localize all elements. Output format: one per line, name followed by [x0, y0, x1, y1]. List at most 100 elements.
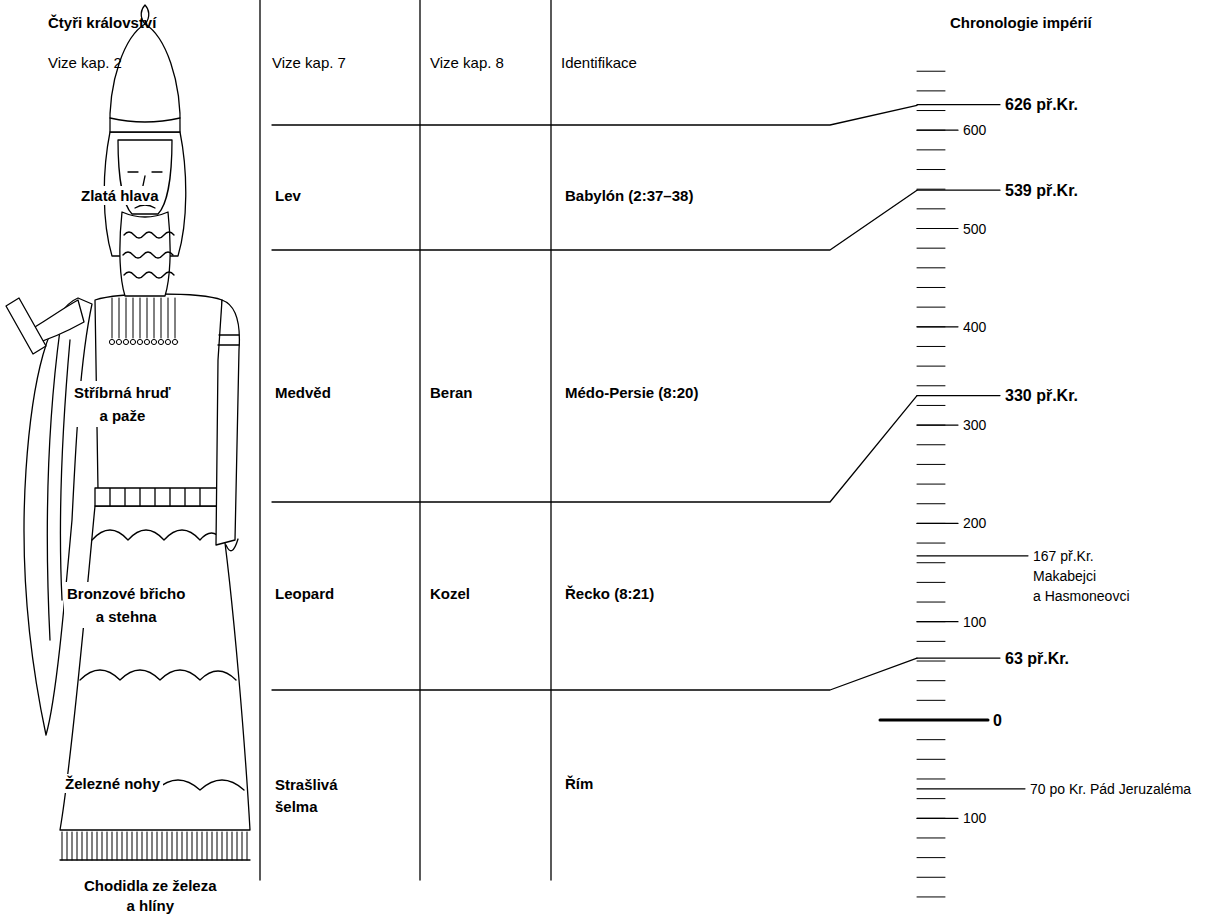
statue-part-label: Chodidla ze železa a hlíny: [84, 876, 217, 916]
skirt-fringe: [112, 832, 113, 860]
skirt-fringe: [62, 832, 63, 860]
axis-number: 200: [963, 513, 986, 533]
necklace-tassel: [126, 298, 127, 338]
text-line: a hlíny: [84, 896, 217, 916]
column-header: Chronologie impérií: [950, 13, 1092, 32]
skirt-fringe: [147, 832, 148, 860]
skirt-fringe: [202, 832, 203, 860]
skirt-fringe: [122, 832, 123, 860]
table-cell: Medvěd: [275, 383, 331, 402]
minor-tick: [917, 700, 945, 701]
minor-tick: [917, 444, 945, 445]
text-line: 167 př.Kr.: [1033, 546, 1130, 566]
minor-tick: [917, 208, 945, 209]
necklace-bead: [151, 339, 156, 344]
column-line: [419, 0, 420, 880]
timeline-leader: [917, 130, 958, 131]
column-line: [259, 0, 260, 880]
text-line: Chodidla ze železa: [84, 876, 217, 896]
minor-tick: [917, 169, 945, 170]
skirt-fringe: [247, 832, 248, 860]
timeline-leader: [917, 104, 1000, 105]
minor-tick: [917, 661, 945, 662]
minor-tick: [917, 759, 945, 760]
statue-part-label: Bronzové břicho a stehna: [64, 582, 188, 628]
minor-tick: [917, 71, 945, 72]
statue-belt: [95, 488, 220, 506]
necklace-bead: [130, 339, 135, 344]
necklace-tassel: [154, 298, 155, 338]
skirt-fringe: [127, 832, 128, 860]
skirt-fringe: [227, 832, 228, 860]
column-header: Vize kap. 8: [430, 53, 504, 72]
timeline-leader: [917, 818, 958, 819]
text-line: Makabejci: [1033, 566, 1130, 586]
table-cell: Babylón (2:37–38): [565, 186, 693, 205]
axis-number: 400: [963, 317, 986, 337]
skirt-fringe: [232, 832, 233, 860]
skirt-hem: [60, 859, 250, 860]
minor-tick: [917, 385, 945, 386]
necklace-tassel: [147, 298, 148, 338]
skirt-fringe: [117, 832, 118, 860]
column-header: Vize kap. 7: [272, 53, 346, 72]
event-note: 70 po Kr. Pád Jeruzaléma: [1030, 779, 1191, 799]
table-cell: Řím: [565, 774, 593, 793]
axis-zero: 0: [993, 711, 1002, 730]
necklace-bead: [172, 339, 177, 344]
minor-tick: [917, 562, 945, 563]
skirt-fringe: [242, 832, 243, 860]
skirt-fringe: [207, 832, 208, 860]
minor-tick: [917, 582, 945, 583]
skirt-fringe: [82, 832, 83, 860]
skirt-fringe: [107, 832, 108, 860]
timeline-leader: [917, 228, 958, 229]
skirt-fringe: [137, 832, 138, 860]
minor-tick: [917, 405, 945, 406]
necklace-tassel: [175, 298, 176, 338]
text-line: šelma: [275, 796, 338, 818]
minor-tick: [917, 837, 945, 838]
necklace-tassel: [119, 298, 120, 338]
text-line: Bronzové břicho: [67, 582, 185, 605]
hat-band: [110, 118, 180, 122]
necklace-tassel: [112, 298, 113, 338]
zero-line: [880, 719, 988, 722]
axis-number: 100: [963, 612, 986, 632]
minor-tick: [917, 110, 945, 111]
axis-number: 600: [963, 120, 986, 140]
text-line: a stehna: [67, 605, 185, 628]
skirt-fringe: [157, 832, 158, 860]
text-line: Stříbrná hruď: [74, 381, 171, 404]
statue-part-label: Zlatá hlava: [78, 186, 162, 205]
necklace-tassel: [161, 298, 162, 338]
date-label: 63 př.Kr.: [1005, 649, 1069, 668]
table-cell: Médo-Persie (8:20): [565, 383, 698, 402]
statue-beard: [120, 212, 170, 296]
skirt-fringe: [77, 832, 78, 860]
timeline-leader: [917, 523, 958, 524]
minor-tick: [917, 267, 945, 268]
row-line: [272, 105, 917, 125]
timeline-leader: [917, 326, 958, 327]
column-header: Čtyři království: [48, 13, 156, 32]
skirt-fringe: [152, 832, 153, 860]
skirt-fringe: [197, 832, 198, 860]
necklace-tassel: [140, 298, 141, 338]
table-cell: Leopard: [275, 584, 334, 603]
necklace-bead: [144, 339, 149, 344]
minor-tick: [917, 189, 945, 190]
beard-curls: [123, 232, 174, 278]
timeline-leader: [917, 788, 1025, 789]
skirt-fringe: [212, 832, 213, 860]
skirt-fringe: [162, 832, 163, 860]
minor-tick: [917, 896, 945, 897]
minor-tick: [917, 484, 945, 485]
text-line: a Hasmoneovci: [1033, 586, 1130, 606]
date-label: 626 př.Kr.: [1005, 95, 1078, 114]
column-header: Vize kap. 2: [48, 53, 122, 72]
skirt-fringe: [92, 832, 93, 860]
date-label: 539 př.Kr.: [1005, 181, 1078, 200]
